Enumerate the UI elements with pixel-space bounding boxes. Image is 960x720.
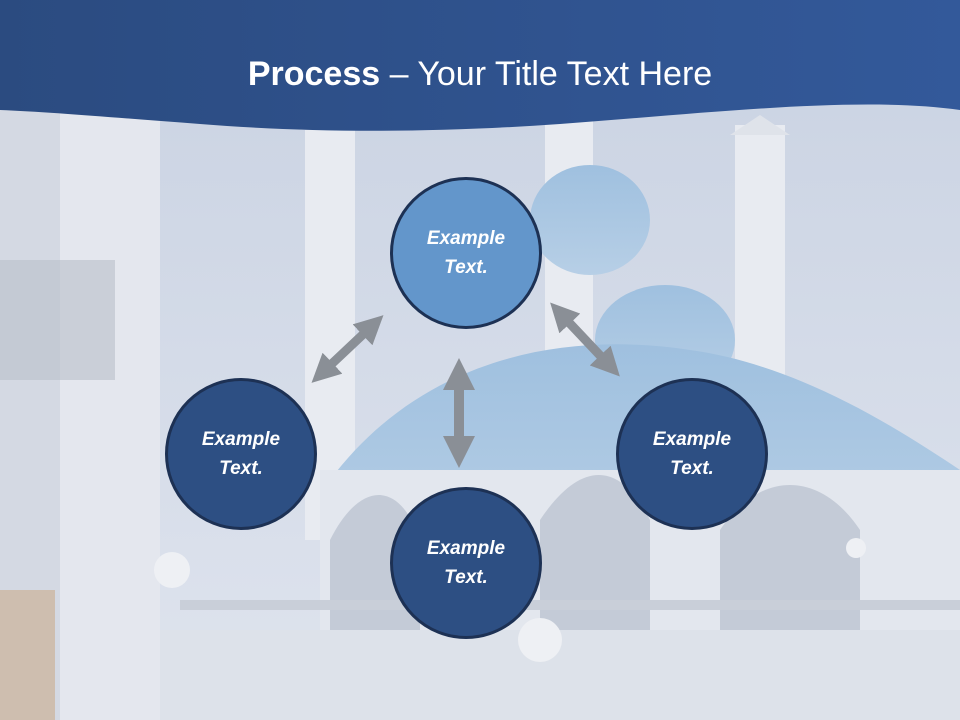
node-label-line2: Text. — [444, 257, 488, 278]
process-node-left: Example Text. — [165, 378, 317, 530]
slide-title: Process – Your Title Text Here — [0, 52, 960, 96]
process-node-top: Example Text. — [390, 177, 542, 329]
node-label-line1: Example — [426, 538, 506, 559]
node-label-line2: Text. — [444, 567, 488, 588]
title-rest-part: – Your Title Text Here — [380, 55, 713, 93]
node-label: Example Text. — [186, 425, 296, 483]
node-label: Example Text. — [411, 224, 521, 282]
node-label-line1: Example — [426, 228, 506, 249]
title-bold-part: Process — [247, 55, 381, 93]
process-node-right: Example Text. — [616, 378, 768, 530]
node-label-line2: Text. — [219, 458, 263, 479]
node-label: Example Text. — [411, 534, 521, 592]
node-label-line2: Text. — [670, 458, 714, 479]
process-node-bottom: Example Text. — [390, 487, 542, 639]
header-band — [0, 0, 960, 131]
node-label: Example Text. — [637, 425, 747, 483]
node-label-line1: Example — [201, 429, 281, 450]
node-label-line1: Example — [652, 429, 732, 450]
